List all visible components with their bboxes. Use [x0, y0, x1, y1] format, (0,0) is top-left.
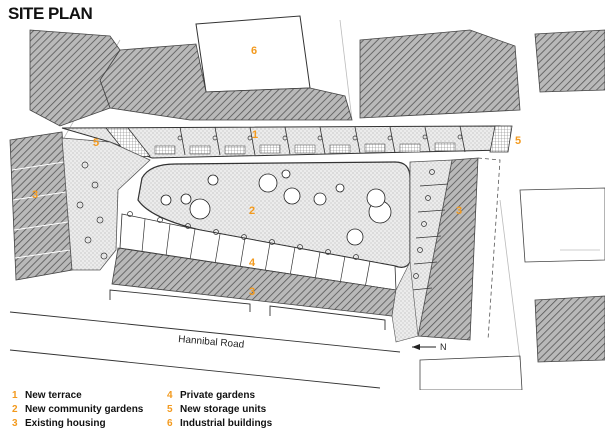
- terrace-units: [179, 125, 466, 156]
- housing-left-divisions: [11, 161, 71, 259]
- label-storage-left: 5: [93, 137, 99, 149]
- storage-unit-right: [489, 125, 513, 153]
- trees: [160, 169, 392, 246]
- small-trees: [76, 134, 463, 279]
- north-arrow: N: [412, 342, 447, 352]
- right-boundary-dashed: [477, 157, 501, 341]
- label-gardens: 2: [249, 205, 255, 217]
- label-housing-bottom: 3: [249, 286, 255, 298]
- hatched-block-upper-left: [29, 29, 121, 127]
- hatched-block-far-right: [534, 29, 605, 93]
- left-garden-area: [61, 137, 151, 271]
- label-housing-right: 3: [456, 205, 462, 217]
- bottom-pathway: [391, 260, 419, 343]
- label-storage-right: 5: [515, 135, 521, 147]
- terrace-window-grids: [154, 142, 456, 155]
- private-gardens: [119, 213, 397, 291]
- right-garden-plots: [411, 183, 449, 291]
- site-plan-drawing: Hannibal Road N 6 1 5 5 3 2 3 4 3: [9, 15, 605, 390]
- lower-right-blocks: [419, 187, 605, 390]
- private-garden-divisions: [141, 218, 371, 289]
- label-industrial: 6: [251, 45, 257, 57]
- hatched-block-top-right: [359, 29, 521, 119]
- road-label: Hannibal Road: [178, 334, 245, 351]
- hannibal-road: [9, 289, 401, 389]
- page-title: SITE PLAN: [8, 4, 93, 23]
- label-private: 4: [249, 257, 256, 269]
- label-terrace: 1: [252, 129, 258, 141]
- label-housing-left: 3: [32, 189, 38, 201]
- north-label: N: [440, 342, 447, 352]
